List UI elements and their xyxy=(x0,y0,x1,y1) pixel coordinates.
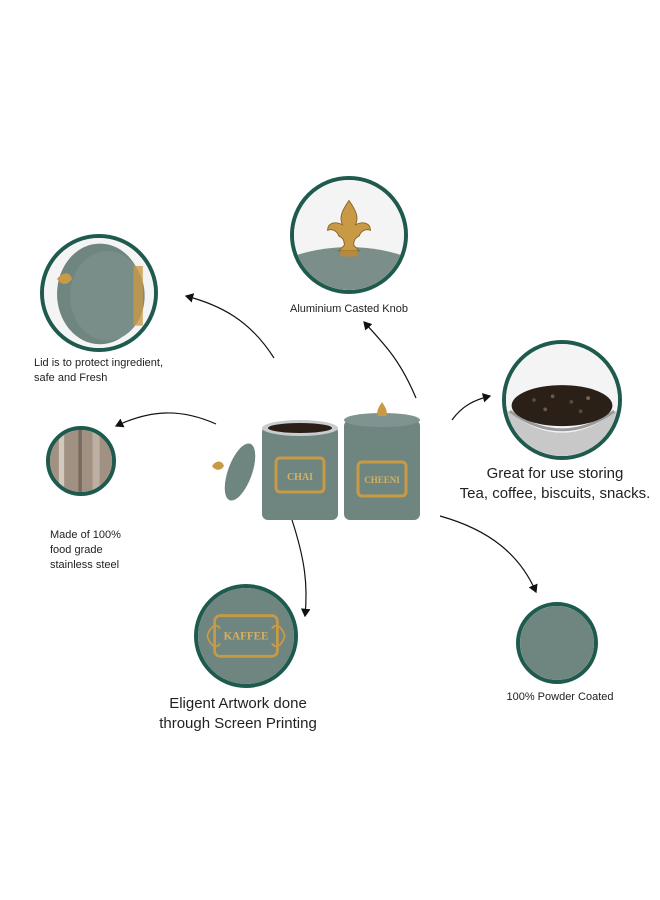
lid-label-line2: safe and Fresh xyxy=(34,372,108,384)
artwork-label-line2: through Screen Printing xyxy=(159,715,317,732)
artwork-label: Eligent Artwork done through Screen Prin… xyxy=(140,694,336,734)
knob-label: Aluminium Casted Knob xyxy=(289,303,408,315)
storage-label-line1: Great for use storing xyxy=(486,465,624,482)
storage-label: Great for use storing Tea, coffee, biscu… xyxy=(450,464,660,504)
jar2-text: CHEENI xyxy=(364,475,400,485)
storage-label-line2: Tea, coffee, biscuits, snacks. xyxy=(459,485,651,502)
coating-detail-image xyxy=(516,602,598,684)
steel-label: Made of 100% food grade stainless steel xyxy=(50,528,180,573)
knob-detail-image xyxy=(290,176,408,294)
steel-detail-image xyxy=(46,426,116,496)
arrow-to-artwork xyxy=(291,519,311,618)
arrow-to-steel xyxy=(114,412,217,428)
steel-label-line2: food grade xyxy=(50,544,103,556)
artwork-detail-image: KAFFEE xyxy=(194,584,298,688)
lid-label-line1: Lid is to protect ingredient, xyxy=(34,357,164,369)
jar1-text: CHAI xyxy=(287,472,313,483)
artwork-text: KAFFEE xyxy=(224,631,269,643)
steel-label-line1: Made of 100% xyxy=(50,529,121,541)
steel-label-line3: stainless steel xyxy=(50,559,120,571)
artwork-label-line1: Eligent Artwork done xyxy=(169,695,307,712)
lid-detail-image xyxy=(40,234,158,352)
arrow-to-coating xyxy=(439,515,538,594)
arrow-to-storage xyxy=(451,393,492,421)
coating-label: 100% Powder Coated xyxy=(506,691,614,703)
tea-storage-image xyxy=(502,340,622,460)
arrow-to-knob xyxy=(363,321,417,399)
canister-set-image: CHAI CHEENI xyxy=(210,400,430,530)
lid-label: Lid is to protect ingredient, safe and F… xyxy=(34,356,234,386)
